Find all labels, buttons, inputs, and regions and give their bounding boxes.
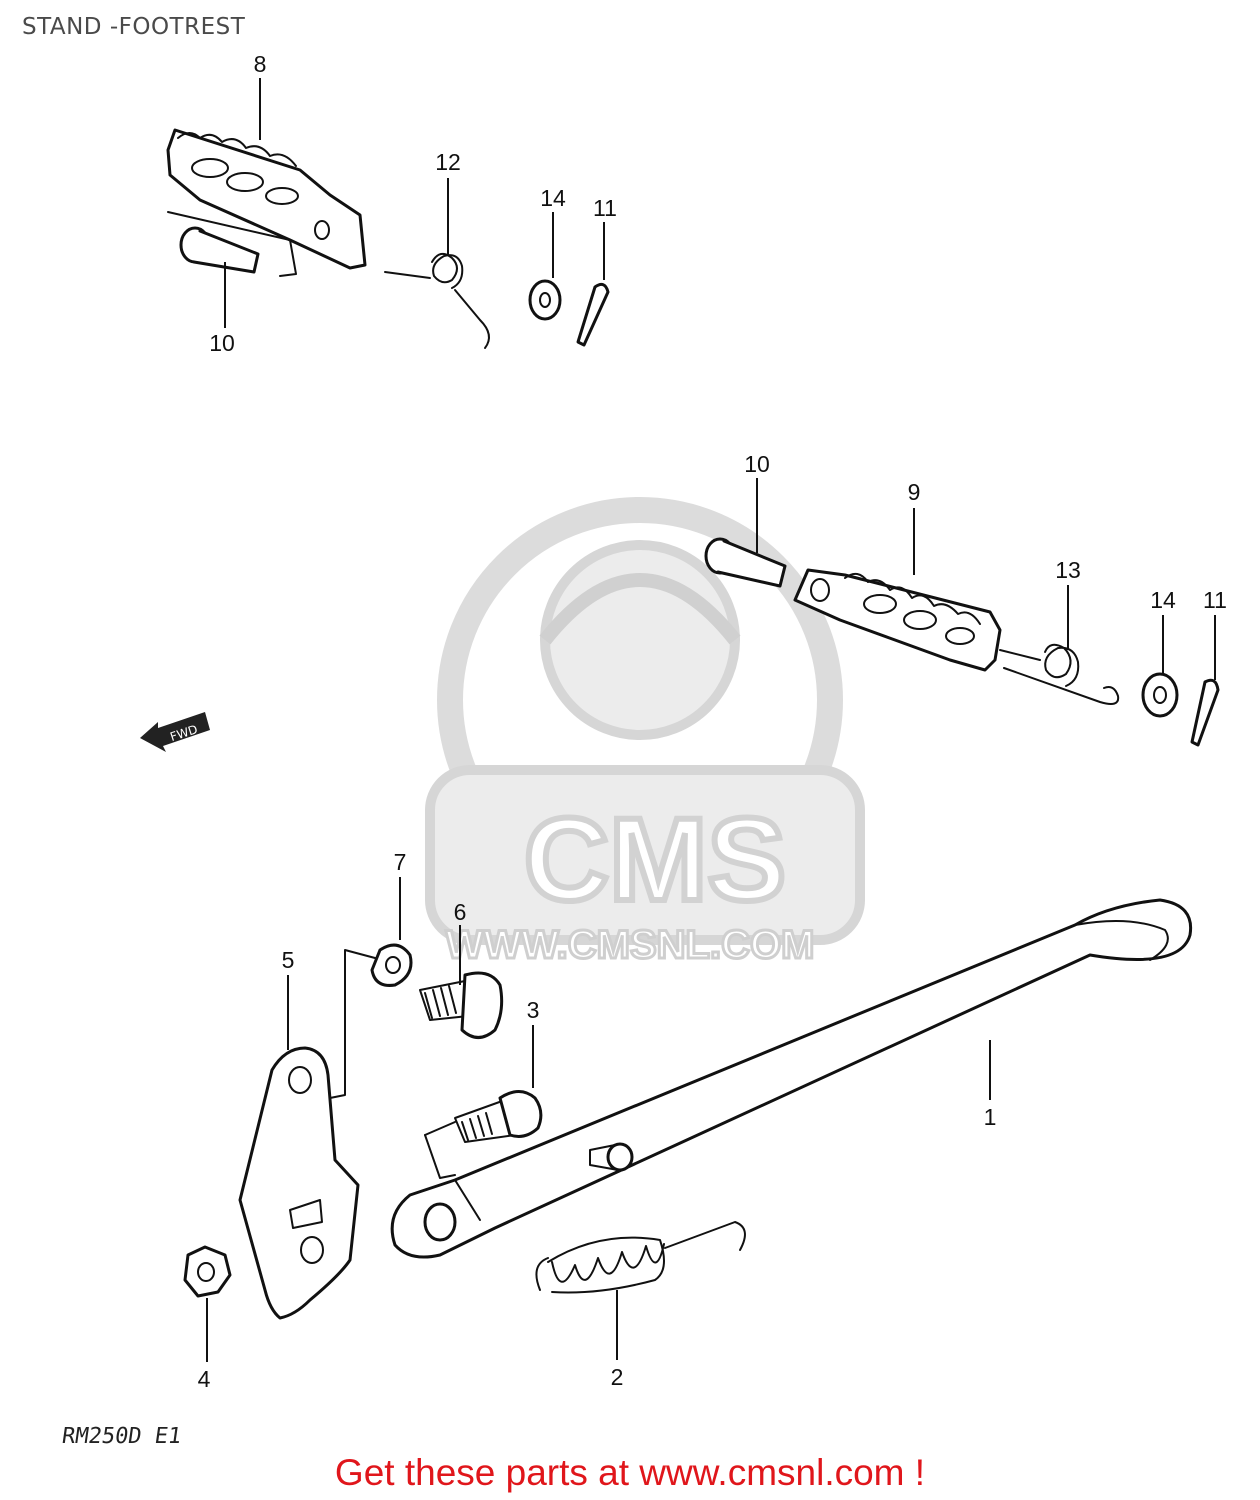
footrest-right [793, 568, 1002, 672]
spring-left [384, 252, 490, 349]
callout-11-upper: 11 [593, 195, 617, 221]
stand-bracket [238, 949, 376, 1320]
watermark-brand: CMS [524, 794, 786, 926]
side-stand [390, 898, 1193, 1259]
nut [183, 1245, 232, 1298]
callout-14-right: 14 [1150, 587, 1176, 613]
callout-6: 6 [454, 899, 467, 925]
cotter-pin-left [576, 282, 610, 347]
stand-spring-hook [589, 1142, 634, 1172]
callout-10-right: 10 [744, 451, 770, 477]
callout-12: 12 [435, 149, 461, 175]
model-code: RM250D E1 [60, 1424, 183, 1449]
footrest-left [166, 128, 367, 270]
bolt-stand [424, 1090, 543, 1179]
fwd-arrow-icon: FWD [140, 712, 210, 752]
callout-1: 1 [984, 1104, 997, 1130]
callout-8: 8 [254, 51, 267, 77]
bolt-bracket [419, 971, 504, 1039]
washer-right [1141, 672, 1179, 718]
callout-11-right: 11 [1203, 587, 1227, 613]
washer-left [528, 279, 562, 321]
pin-left [167, 211, 297, 277]
page-title: STAND -FOOTREST [22, 14, 246, 40]
lock-washer [370, 943, 413, 987]
watermark-url: WWW.CMSNL.COM [446, 923, 815, 967]
callout-7: 7 [394, 849, 407, 875]
callout-14-upper: 14 [540, 185, 566, 211]
callout-9: 9 [908, 479, 921, 505]
stand-spring [535, 1221, 746, 1294]
callout-4: 4 [198, 1366, 211, 1392]
callout-2: 2 [611, 1364, 624, 1390]
cotter-pin-right [1190, 678, 1220, 747]
spring-right [999, 643, 1120, 705]
callout-10-upper: 10 [209, 330, 235, 356]
cms-watermark: CMS WWW.CMSNL.COM [425, 497, 865, 969]
callout-5: 5 [282, 947, 295, 973]
pin-right [704, 537, 787, 588]
callout-13: 13 [1055, 557, 1081, 583]
footer-link-text[interactable]: Get these parts at www.cmsnl.com ! [334, 1452, 926, 1493]
callout-3: 3 [527, 997, 540, 1023]
